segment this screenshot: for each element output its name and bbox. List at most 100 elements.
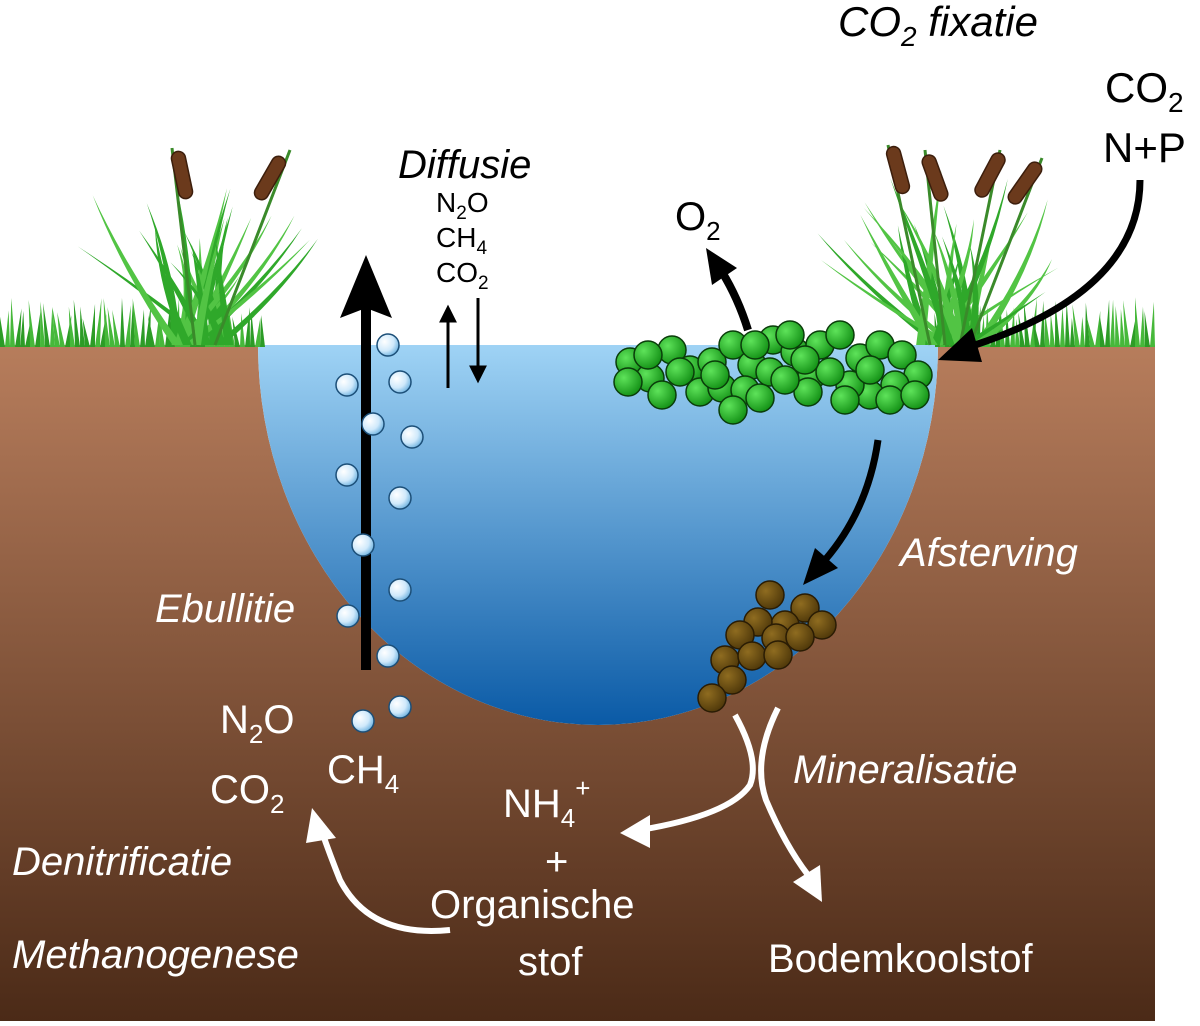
grass-blade: [1080, 316, 1085, 347]
die-off-arrow-head: [803, 548, 838, 585]
grass-blade: [1099, 315, 1105, 347]
denitrification-label: Denitrificatie: [12, 840, 232, 884]
grass-blade: [43, 303, 50, 347]
reed-leaf: [215, 237, 234, 345]
dead-algae-cell: [717, 665, 747, 695]
algae-cell: [633, 340, 663, 370]
dead-algae-cell: [763, 640, 793, 670]
grass-blade: [1134, 297, 1140, 347]
dead-algae-cell: [697, 683, 727, 713]
grass-blade: [1110, 299, 1115, 347]
plus-label: +: [545, 840, 568, 884]
algae-cell: [613, 367, 643, 397]
methane-bubbles: [335, 333, 424, 733]
diffusion-gas-ch4: CH4: [436, 222, 487, 259]
grass-blade: [1150, 301, 1155, 347]
grass-blade: [1070, 317, 1075, 347]
grass-blade: [95, 298, 102, 347]
bubble: [388, 578, 412, 602]
input-co2-label: CO2: [1105, 64, 1184, 118]
algae-cell: [855, 355, 885, 385]
grass-blade: [1120, 309, 1125, 347]
grass-blade: [1040, 300, 1045, 347]
grass-blade: [1050, 313, 1055, 347]
algae-cell: [665, 357, 695, 387]
grass-blade: [40, 301, 45, 347]
reed-leaf: [966, 245, 979, 345]
ammonium-label: NH4+: [503, 773, 590, 833]
decomposition-arrow: [319, 831, 451, 934]
sediment-co2-label: CO2: [210, 768, 284, 819]
grass-blade: [1065, 301, 1070, 347]
grass-blade: [103, 297, 110, 347]
bubble: [351, 533, 375, 557]
algae-cell: [745, 383, 775, 413]
grass-blade: [1095, 310, 1101, 347]
cattail-head: [974, 152, 1006, 198]
die-off-arrow: [822, 439, 882, 563]
sediment-ch4-label: CH4: [327, 748, 399, 799]
input-nutrients-label: N+P: [1103, 124, 1186, 171]
bubble: [335, 373, 359, 397]
diffusion-gas-co2: CO2: [436, 257, 489, 294]
algae-cell: [887, 340, 917, 370]
algae-cell: [900, 380, 930, 410]
grass-blade: [10, 297, 15, 347]
reed-leaf: [890, 178, 955, 345]
organic-matter-line2: stof: [518, 940, 583, 984]
cattail-head: [253, 155, 287, 201]
grass-blade: [100, 313, 107, 347]
algae-cell: [770, 365, 800, 395]
grass-blade: [52, 306, 60, 347]
grass-blade: [107, 307, 115, 347]
algae-cell: [775, 320, 805, 350]
algae-cell: [825, 320, 855, 350]
algae-cell: [700, 360, 730, 390]
grass-blade: [260, 315, 265, 347]
cattail-head: [885, 145, 911, 195]
reed-leaf: [897, 200, 963, 345]
algae-cell: [790, 345, 820, 375]
algae-cell: [718, 395, 748, 425]
grass-blade: [90, 304, 96, 347]
grass-blade: [1123, 300, 1130, 347]
input-arrow-head: [938, 328, 982, 362]
sediment-n2o-label: N2O: [220, 698, 294, 749]
grass-blade: [245, 307, 250, 347]
bubble: [361, 412, 385, 436]
bubble: [388, 370, 412, 394]
bubble: [335, 463, 359, 487]
grass-blade: [1085, 302, 1090, 347]
ebullition-label: Ebullitie: [155, 587, 295, 631]
oxygen-arrow-head: [706, 248, 737, 285]
grass-blade: [1130, 313, 1137, 347]
grass-blade: [1087, 318, 1095, 347]
co2-fixation-label: CO2 fixatie: [838, 0, 1038, 52]
reed-leaf: [173, 244, 190, 345]
dead-algae-cell: [785, 622, 815, 652]
bubble: [336, 604, 360, 628]
grass-blade: [68, 306, 75, 347]
reed-leaf: [170, 262, 227, 345]
bubble: [351, 709, 375, 733]
grass-blade: [1060, 307, 1065, 347]
grass-blade: [1032, 315, 1040, 347]
dead-algae-cluster: [697, 580, 837, 713]
algae-cell: [830, 385, 860, 415]
grass-blade: [15, 308, 22, 347]
grass-blade: [125, 305, 131, 347]
algae-cell: [793, 377, 823, 407]
grass-blade: [1105, 299, 1110, 347]
grass-blade: [140, 309, 145, 347]
grass-blade: [240, 313, 245, 347]
input-arrow: [973, 179, 1144, 349]
die-off-label: Afsterving: [898, 531, 1078, 575]
oxygen-arrow: [718, 269, 752, 332]
algae-cluster: [613, 320, 933, 425]
grass-blade: [50, 307, 55, 347]
grass-blade: [130, 301, 135, 347]
cattail-stem: [213, 149, 292, 346]
algae-cell: [875, 385, 905, 415]
mineralisation-curve-right: [758, 706, 811, 877]
